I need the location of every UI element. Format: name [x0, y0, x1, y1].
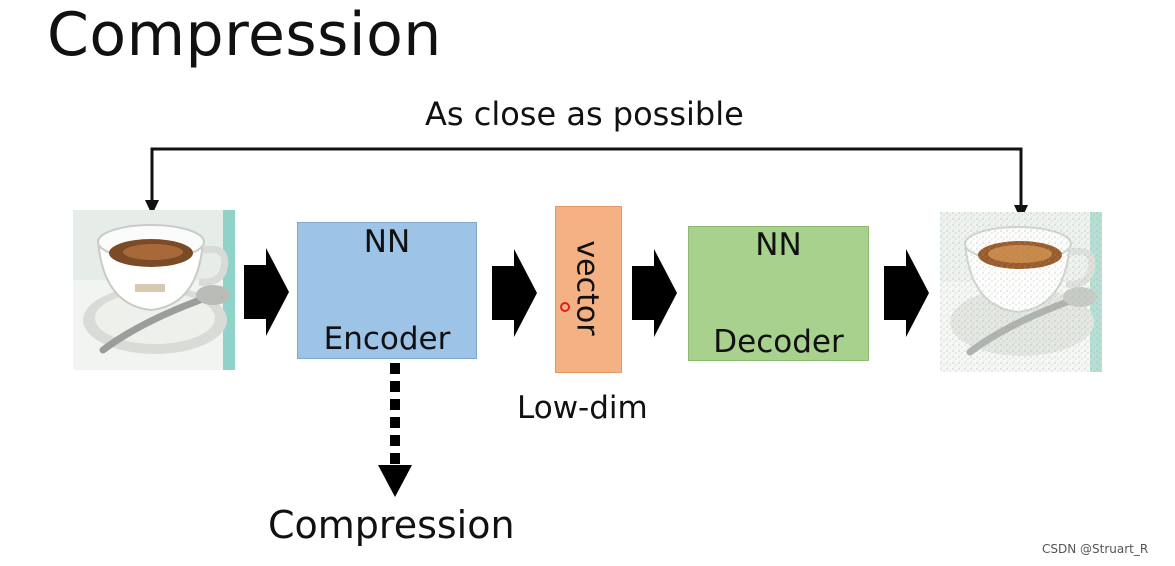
dashed-arrow-down-icon	[378, 363, 412, 497]
encoder-label-line1: NN	[363, 224, 411, 261]
feedback-label: As close as possible	[425, 95, 744, 133]
output-coffee-image	[940, 212, 1102, 372]
cursor-dot-icon	[560, 302, 570, 312]
arrow-encoder-to-vector-icon	[492, 249, 537, 337]
page-title: Compression	[47, 0, 442, 70]
encoder-box: NN Encoder	[297, 222, 477, 359]
vector-label: vector	[569, 240, 605, 336]
input-coffee-image	[73, 210, 235, 370]
encoder-label-line2: Encoder	[323, 320, 451, 357]
vector-box	[555, 206, 622, 373]
arrow-vector-to-decoder-icon	[632, 249, 677, 337]
decoder-label-line1: NN	[755, 227, 802, 264]
decoder-label-line2: Decoder	[713, 323, 844, 360]
decoder-box: NN Decoder	[688, 226, 869, 361]
feedback-arrowhead-left	[145, 200, 159, 215]
watermark: CSDN @Struart_R	[1042, 542, 1149, 556]
arrow-decoder-to-output-icon	[884, 249, 929, 337]
arrow-input-to-encoder-icon	[244, 248, 289, 336]
low-dim-label: Low-dim	[517, 390, 648, 426]
compression-label: Compression	[268, 503, 515, 547]
